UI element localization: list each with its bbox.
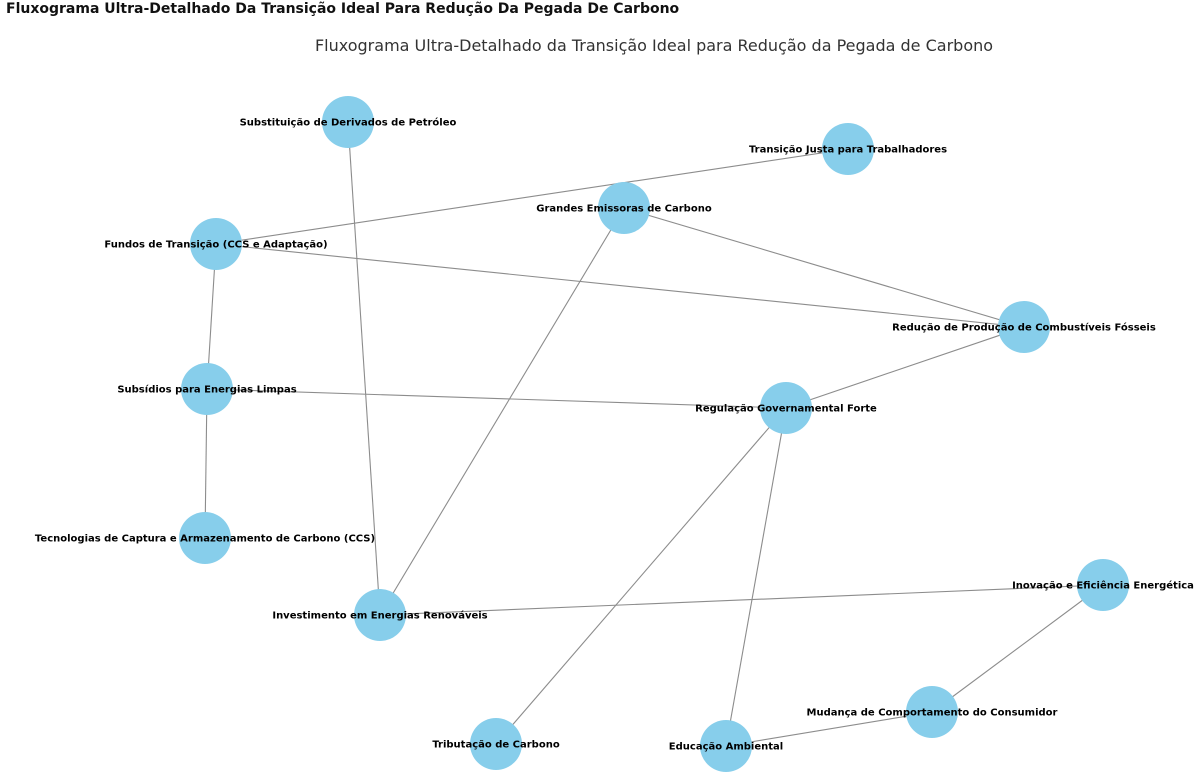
node-label-mudanca: Mudança de Comportamento do Consumidor	[807, 708, 1058, 719]
node-label-reducao_producao: Redução de Produção de Combustíveis Fóss…	[892, 322, 1156, 334]
edge-investimento-inovacao	[379, 584, 1104, 616]
node-transicao_justa[interactable]	[822, 123, 874, 175]
edge-subsidios-regulacao	[206, 388, 787, 409]
node-mudanca[interactable]	[906, 686, 958, 738]
nodes-layer	[179, 96, 1129, 772]
node-label-investimento: Investimento em Energias Renováveis	[272, 610, 487, 622]
edge-mudanca-educacao	[725, 711, 933, 747]
node-tributacao[interactable]	[470, 718, 522, 770]
node-label-grandes_emissoras: Grandes Emissoras de Carbono	[536, 204, 712, 215]
node-substituicao[interactable]	[322, 96, 374, 148]
edges-layer	[204, 121, 1104, 747]
node-label-tributacao: Tributação de Carbono	[432, 740, 560, 751]
node-inovacao[interactable]	[1077, 559, 1129, 611]
node-label-substituicao: Substituição de Derivados de Petróleo	[240, 117, 457, 129]
edge-grandes_emissoras-investimento	[379, 207, 625, 616]
chart-title: Fluxograma Ultra-Detalhado da Transição …	[315, 36, 993, 55]
node-label-inovacao: Inovação e Eficiência Energética	[1012, 580, 1194, 592]
node-ccs[interactable]	[179, 512, 231, 564]
node-label-ccs: Tecnologias de Captura e Armazenamento d…	[35, 534, 375, 545]
edge-grandes_emissoras-reducao_producao	[623, 207, 1025, 328]
edge-reducao_producao-regulacao	[785, 326, 1025, 409]
edge-fundos-transicao_justa	[215, 148, 849, 245]
node-fundos[interactable]	[190, 218, 242, 270]
node-label-regulacao: Regulação Governamental Forte	[695, 404, 877, 415]
labels-layer: Substituição de Derivados de PetróleoTra…	[35, 117, 1194, 753]
node-grandes_emissoras[interactable]	[598, 182, 650, 234]
edge-regulacao-tributacao	[495, 407, 787, 745]
node-educacao[interactable]	[700, 720, 752, 772]
edge-regulacao-educacao	[725, 407, 787, 747]
edge-fundos-reducao_producao	[215, 243, 1025, 328]
node-subsidios[interactable]	[181, 363, 233, 415]
page-title: Fluxograma Ultra-Detalhado Da Transição …	[6, 1, 680, 17]
node-investimento[interactable]	[354, 589, 406, 641]
edge-inovacao-mudanca	[931, 584, 1104, 713]
node-label-fundos: Fundos de Transição (CCS e Adaptação)	[104, 240, 327, 251]
node-label-subsidios: Subsídios para Energias Limpas	[117, 384, 296, 396]
node-reducao_producao[interactable]	[998, 301, 1050, 353]
node-label-transicao_justa: Transição Justa para Trabalhadores	[749, 145, 947, 156]
edge-substituicao-investimento	[347, 121, 381, 616]
node-regulacao[interactable]	[760, 382, 812, 434]
node-label-educacao: Educação Ambiental	[669, 742, 783, 753]
